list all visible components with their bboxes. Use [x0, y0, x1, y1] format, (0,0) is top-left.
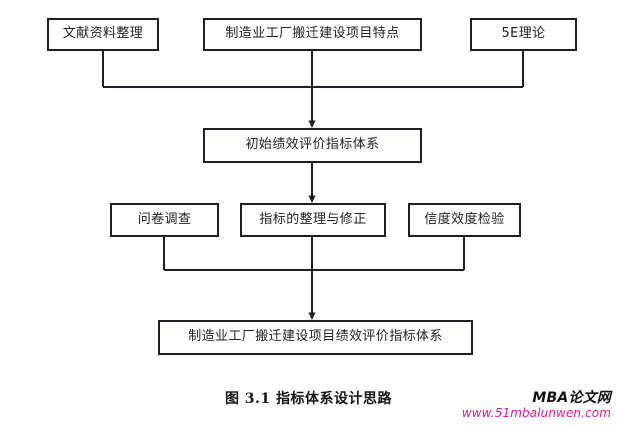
flow-node-reliability-validity-test: 信度效度检验 — [408, 203, 521, 237]
flow-node-index-revision-label: 指标的整理与修正 — [259, 211, 367, 227]
flow-node-literature: 文献资料整理 — [47, 18, 159, 51]
flow-node-project-features-label: 制造业工厂搬迁建设项目特点 — [225, 26, 400, 42]
watermark-brand: MBA论文网 — [532, 390, 611, 406]
figure-caption: 图 3.1 指标体系设计思路 — [0, 388, 617, 408]
flow-node-initial-index-system-label: 初始绩效评价指标体系 — [245, 137, 380, 153]
figure-caption-text: 指标体系设计思路 — [276, 391, 393, 407]
flow-node-reliability-validity-test-label: 信度效度检验 — [424, 211, 505, 227]
flow-node-project-features: 制造业工厂搬迁建设项目特点 — [203, 18, 422, 51]
figure-caption-number: 图 3.1 — [224, 391, 271, 407]
watermark: MBA论文网 www.51mbalunwen.com — [462, 390, 611, 421]
connector-inputs-to-initial — [102, 51, 524, 88]
flow-node-questionnaire-survey: 问卷调查 — [110, 203, 219, 237]
flow-node-final-index-system: 制造业工厂搬迁建设项目绩效评价指标体系 — [158, 320, 473, 355]
flow-node-final-index-system-label: 制造业工厂搬迁建设项目绩效评价指标体系 — [188, 329, 443, 345]
flow-node-questionnaire-survey-label: 问卷调查 — [137, 211, 192, 227]
watermark-url: www.51mbalunwen.com — [461, 406, 611, 421]
connector-refinement-to-final — [163, 237, 465, 271]
flow-node-initial-index-system: 初始绩效评价指标体系 — [203, 128, 422, 163]
flow-node-index-revision: 指标的整理与修正 — [240, 203, 386, 237]
flow-node-5e-theory-label: 5E理论 — [501, 26, 546, 42]
flow-node-5e-theory: 5E理论 — [470, 18, 577, 51]
flow-node-literature-label: 文献资料整理 — [62, 26, 144, 42]
